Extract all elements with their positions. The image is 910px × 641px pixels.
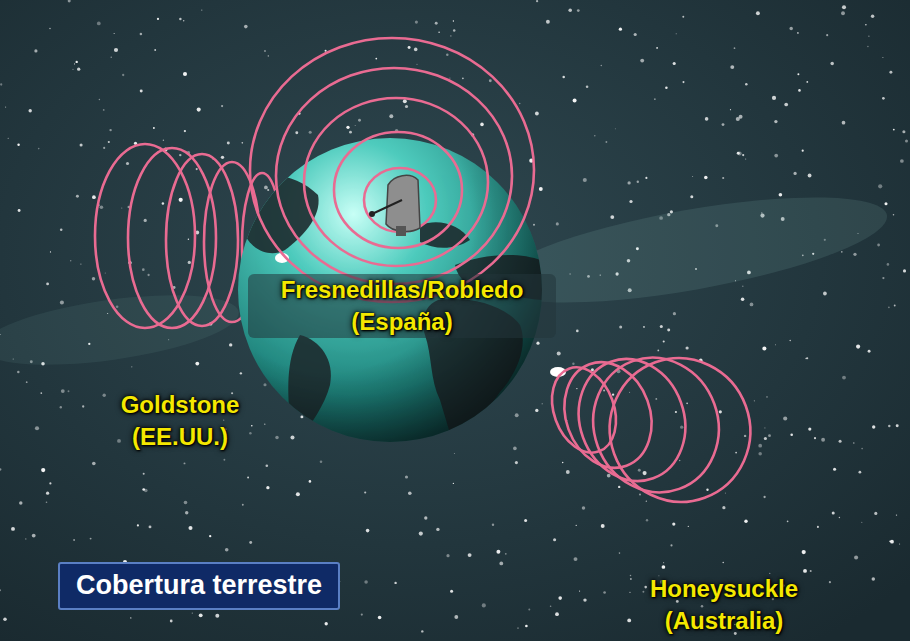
station-label: Fresnedillas/Robledo (España) xyxy=(248,274,556,338)
title-banner: Cobertura terrestre xyxy=(58,562,340,610)
station-label: Goldstone (EE.UU.) xyxy=(91,389,269,453)
station-label: Honeysuckle (Australia) xyxy=(620,573,828,637)
